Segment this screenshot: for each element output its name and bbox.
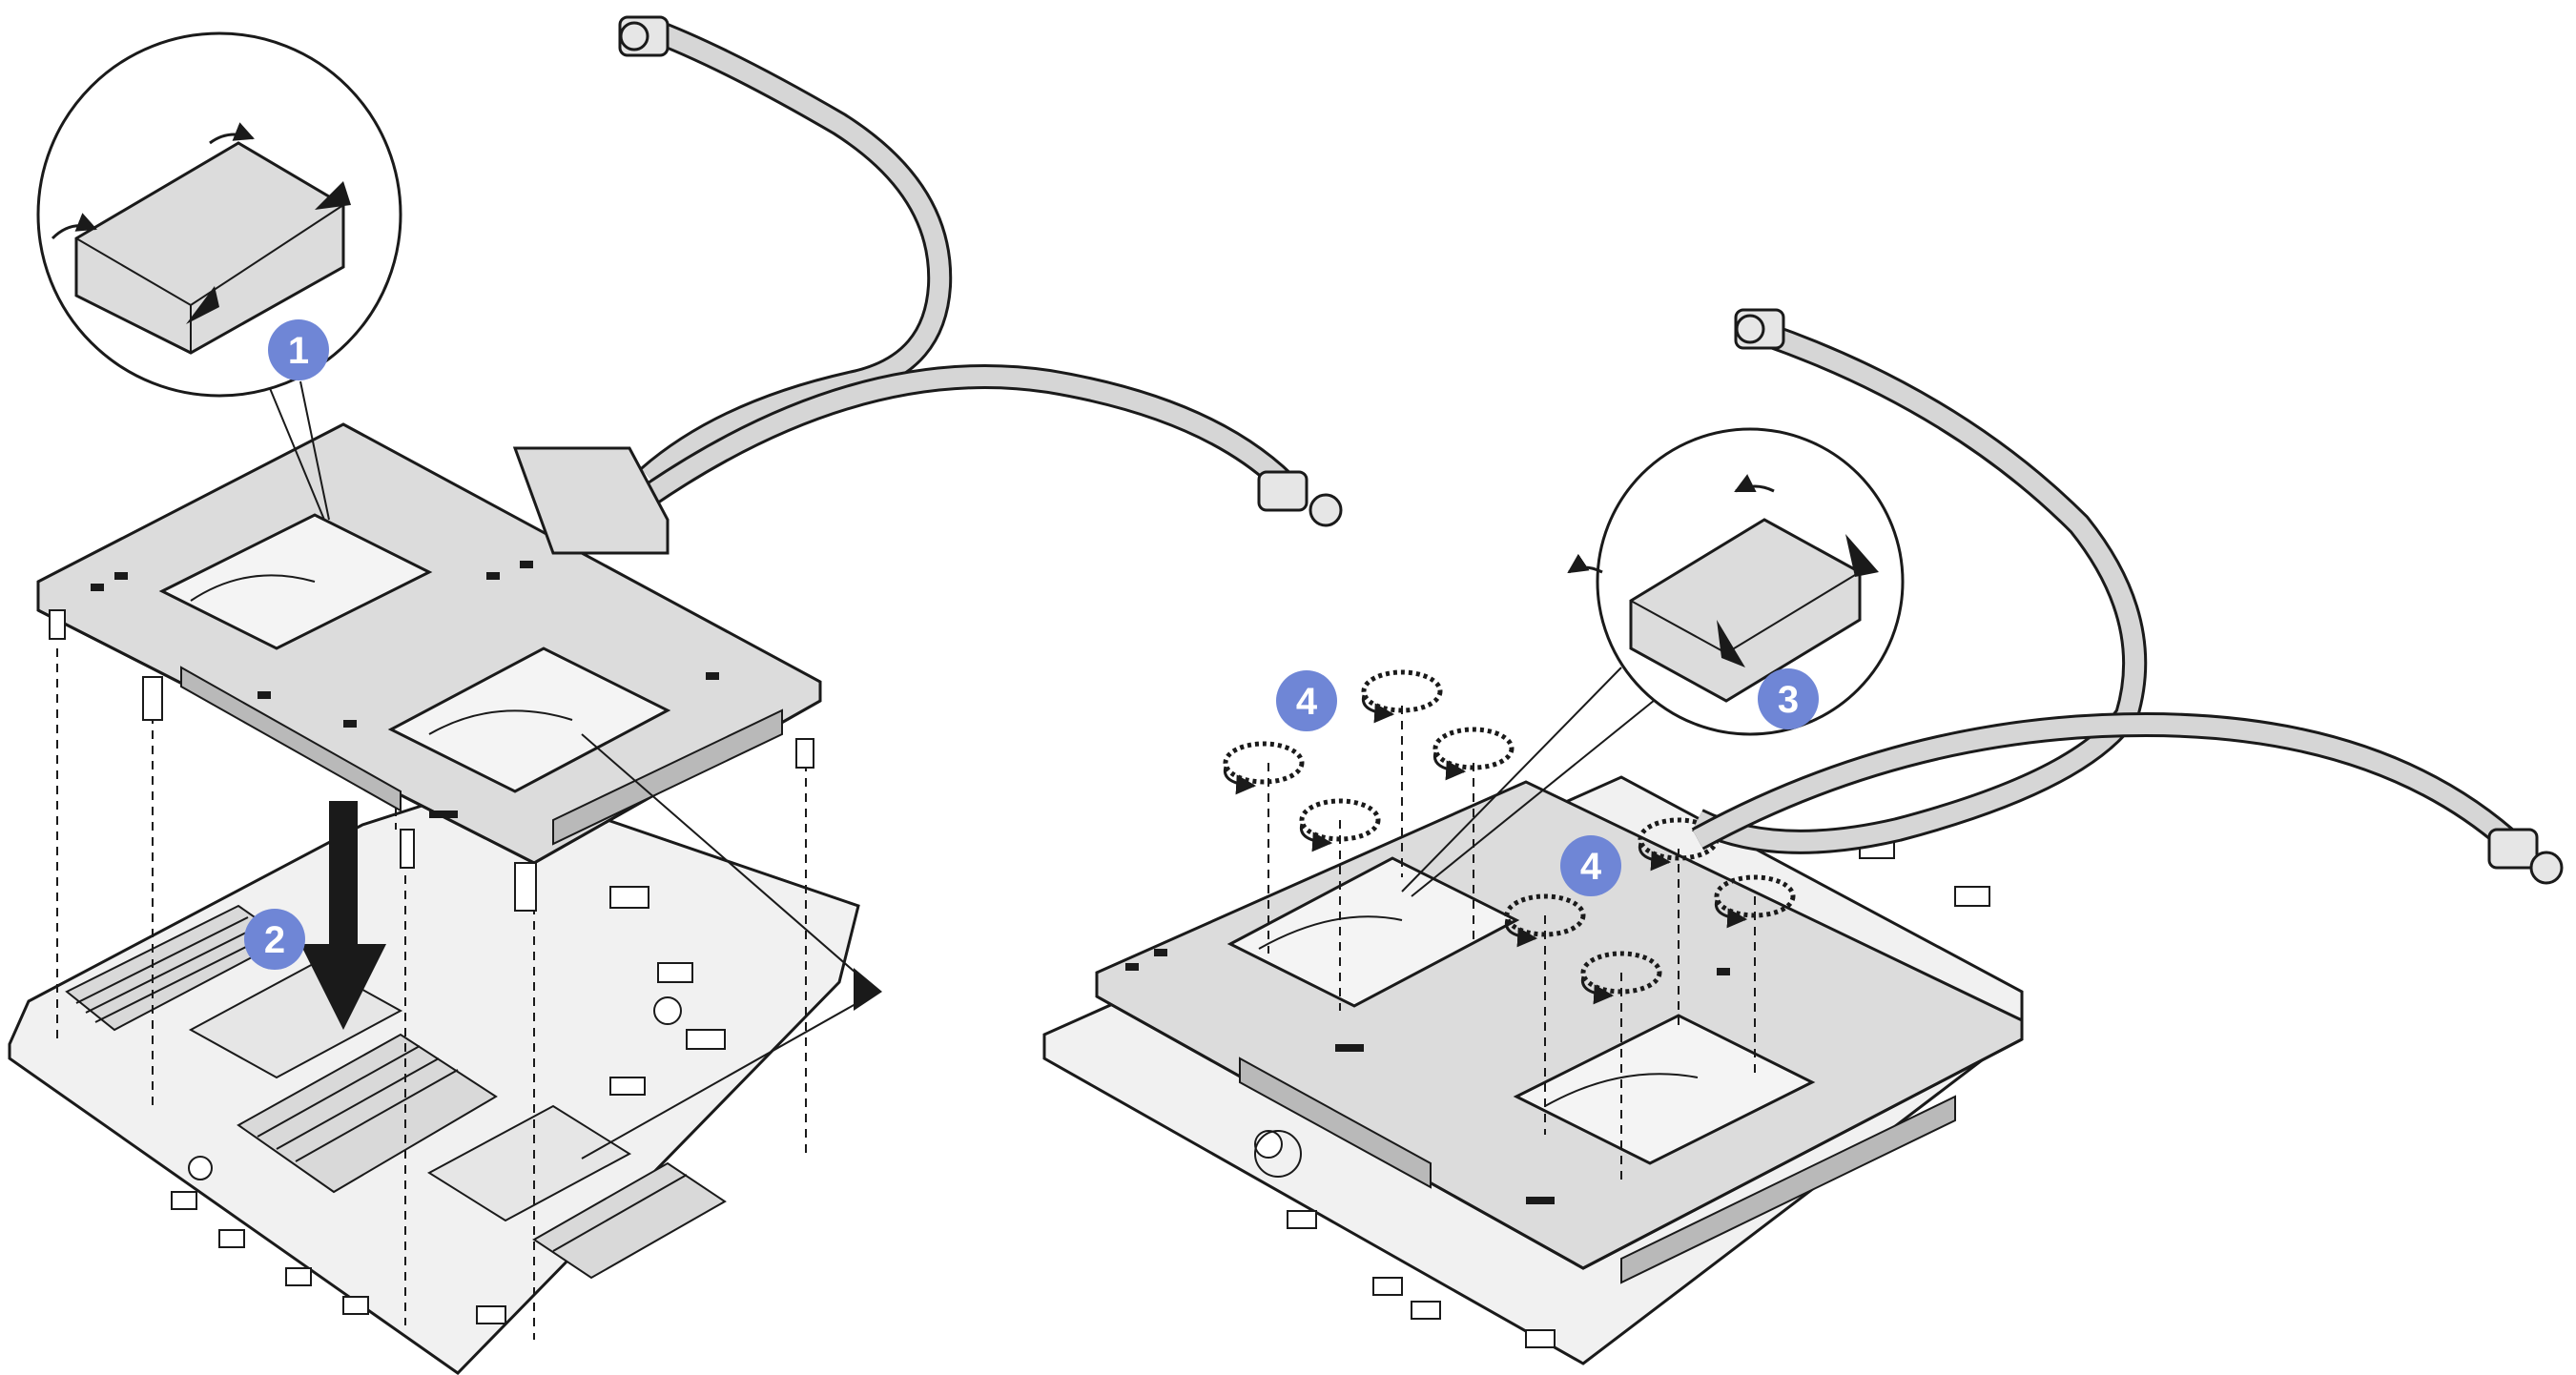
svg-text:4: 4 — [1580, 846, 1602, 888]
callout-4-lower: 4 — [1560, 835, 1621, 896]
left-system-board — [8, 780, 860, 1375]
left-cold-plate-frame — [36, 422, 822, 912]
callout-1: 1 — [268, 319, 329, 380]
arrow-icon — [186, 181, 351, 324]
pointer-line — [581, 733, 878, 993]
right-assembly — [1042, 308, 2564, 1365]
arrow-icon — [300, 801, 386, 1030]
callout-3: 3 — [1758, 668, 1819, 729]
right-alignment-guides — [1267, 706, 1756, 1182]
right-cold-plate-frame — [1095, 780, 2024, 1284]
left-memory-modules — [65, 904, 727, 1280]
callout-4-upper: 4 — [1276, 670, 1337, 731]
right-tube-connectors — [1734, 308, 2564, 885]
left-coolant-tubing — [512, 16, 1307, 555]
left-assembly — [8, 15, 1343, 1375]
arrow-icon — [1717, 534, 1879, 667]
detail-circle-1 — [36, 31, 402, 521]
svg-text:3: 3 — [1778, 679, 1799, 721]
triangle-marker — [854, 968, 882, 1011]
rotate-screw-icon — [1225, 744, 1302, 786]
left-tube-connectors — [618, 15, 1343, 527]
svg-text:1: 1 — [288, 330, 309, 372]
svg-text:2: 2 — [264, 919, 285, 961]
svg-text:4: 4 — [1296, 681, 1318, 723]
detail-circle-3 — [1401, 427, 1905, 897]
callout-2: 2 — [244, 909, 305, 970]
right-coolant-tubing — [1691, 321, 2526, 858]
